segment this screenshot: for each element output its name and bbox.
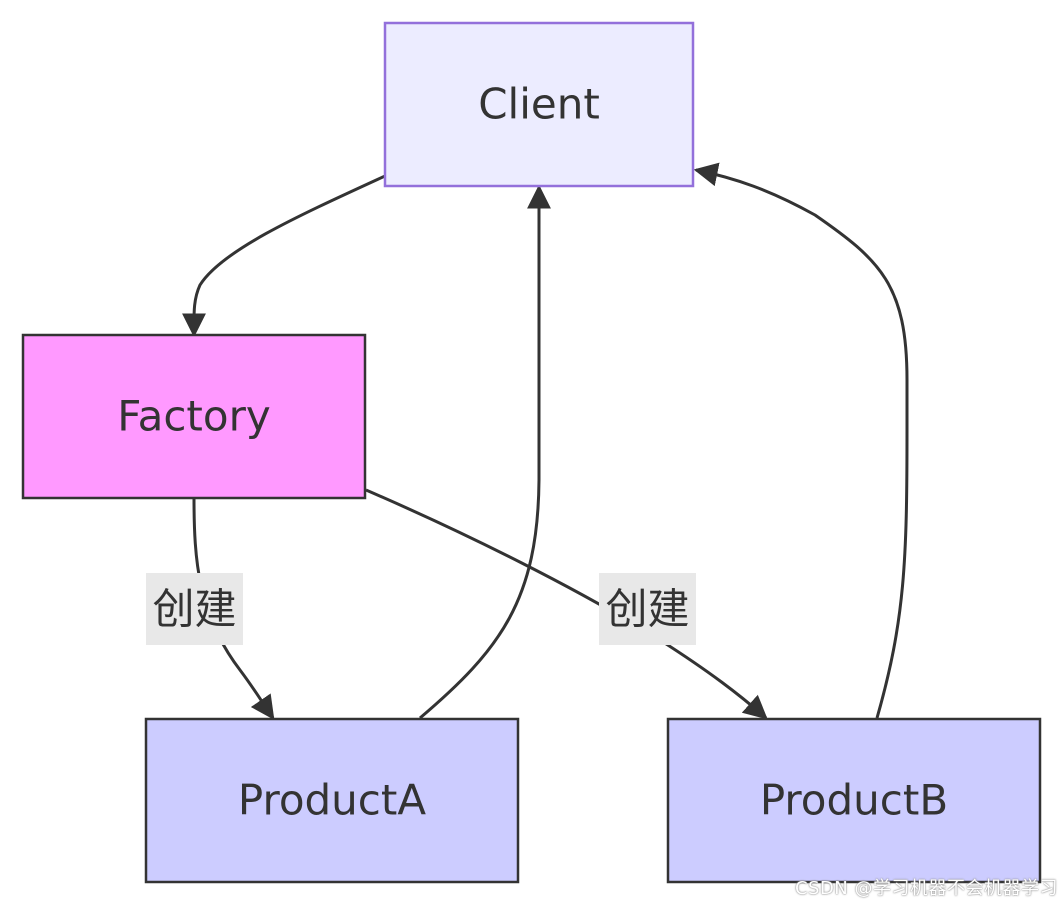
node-box [383, 21, 695, 188]
node-box [144, 717, 520, 884]
edge-label-factory-to-product-b: 创建 [599, 573, 696, 645]
node-product-b[interactable]: ProductB [666, 717, 1042, 884]
node-product-a[interactable]: ProductA [144, 717, 520, 884]
edge-client-to-factory [181, 174, 386, 338]
node-label: ProductA [238, 776, 426, 825]
node-label: ProductB [760, 776, 948, 825]
node-label: Client [478, 80, 600, 129]
edge-label-factory-to-product-a: 创建 [146, 573, 243, 645]
edge-factory-to-product-b [365, 488, 768, 720]
edge-factory-to-product-a [192, 497, 275, 720]
edge-label-text: 创建 [605, 585, 689, 634]
edge-product-a-to-client [419, 184, 551, 720]
edge-label-text: 创建 [152, 585, 236, 634]
edge-label-bg [599, 573, 696, 645]
node-factory[interactable]: Factory [21, 333, 367, 500]
node-box [21, 333, 367, 500]
node-client[interactable]: Client [383, 21, 695, 188]
node-label: Factory [117, 392, 270, 441]
watermark-text: CSDN @学习机器不会机器学习 [794, 878, 1058, 899]
node-box [666, 717, 1042, 884]
edge-product-b-to-client [693, 162, 909, 719]
edge-label-bg [146, 573, 243, 645]
